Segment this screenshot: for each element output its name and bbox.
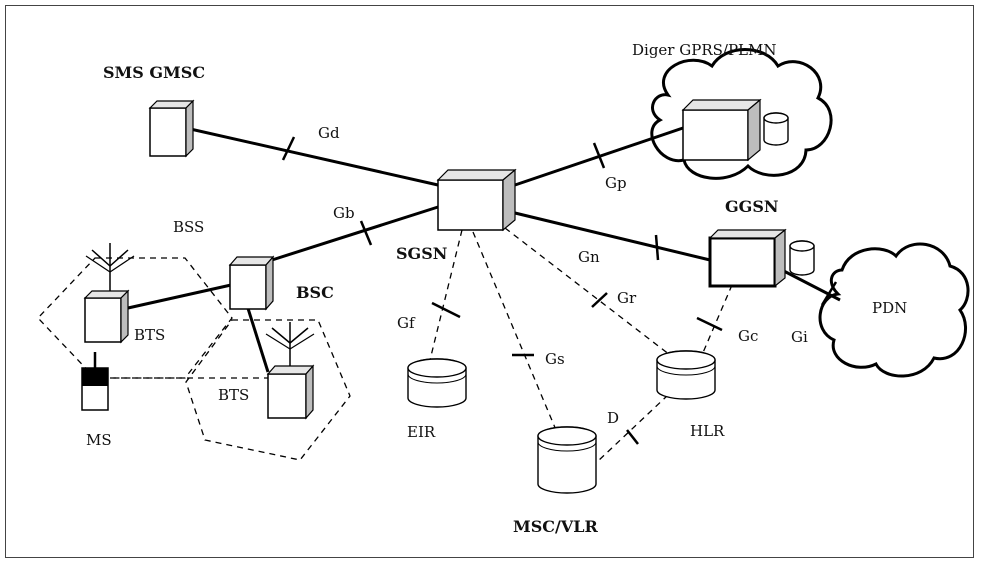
label-gd: Gd <box>318 124 340 142</box>
pdn-cloud <box>818 242 970 378</box>
link-d <box>596 394 669 463</box>
tick-gp <box>592 142 606 169</box>
label-gn: Gn <box>578 248 600 266</box>
ms-node <box>81 352 109 411</box>
label-sgsn: SGSN <box>396 244 447 263</box>
bts-2-node <box>265 322 315 420</box>
sgsn-node <box>436 168 517 232</box>
link-gn <box>514 211 711 262</box>
label-bts-2: BTS <box>218 386 249 404</box>
label-gf: Gf <box>397 314 416 332</box>
tick-gd <box>281 136 296 161</box>
tick-gb <box>359 220 373 246</box>
link-gb <box>271 205 439 262</box>
bts-1-node <box>83 243 135 344</box>
tick-gf <box>431 301 461 319</box>
link-bsc-bts1 <box>127 281 241 310</box>
label-diger-plmn: Diger GPRS/PLMN <box>632 41 776 59</box>
label-pdn: PDN <box>872 299 907 317</box>
label-bts-1: BTS <box>134 326 165 344</box>
link-gd <box>185 126 439 187</box>
label-gb: Gb <box>333 204 355 222</box>
tick-gc <box>696 316 723 332</box>
diger-plmn-node <box>681 98 789 162</box>
hlr-node <box>656 350 716 400</box>
label-d: D <box>607 409 619 427</box>
tick-d <box>626 429 639 445</box>
bsc-node <box>228 255 275 311</box>
link-gc <box>701 284 733 356</box>
label-ms: MS <box>86 431 112 449</box>
label-gi: Gi <box>791 328 808 346</box>
label-msc-vlr: MSC/VLR <box>513 517 599 536</box>
link-gr <box>504 227 671 356</box>
tick-gn <box>654 234 660 261</box>
label-gs: Gs <box>545 350 565 368</box>
tick-gr <box>591 292 608 308</box>
label-hlr: HLR <box>690 422 725 440</box>
bss-cell-2 <box>185 319 351 461</box>
label-bss: BSS <box>173 218 204 236</box>
bss-cell-1 <box>37 257 233 379</box>
label-gr: Gr <box>617 289 637 307</box>
label-gc: Gc <box>738 327 758 345</box>
link-gf <box>429 229 463 361</box>
tick-gi <box>820 281 838 306</box>
msc-vlr-node <box>537 426 597 494</box>
label-eir: EIR <box>407 423 436 441</box>
label-gp: Gp <box>605 174 627 192</box>
ggsn-node <box>708 228 815 288</box>
label-ggsn: GGSN <box>725 197 779 216</box>
label-sms-gmsc: SMS GMSC <box>103 63 205 82</box>
label-bsc: BSC <box>296 283 334 302</box>
eir-node <box>407 358 467 408</box>
link-gs <box>472 231 557 431</box>
sms-gmsc-node <box>148 99 195 158</box>
